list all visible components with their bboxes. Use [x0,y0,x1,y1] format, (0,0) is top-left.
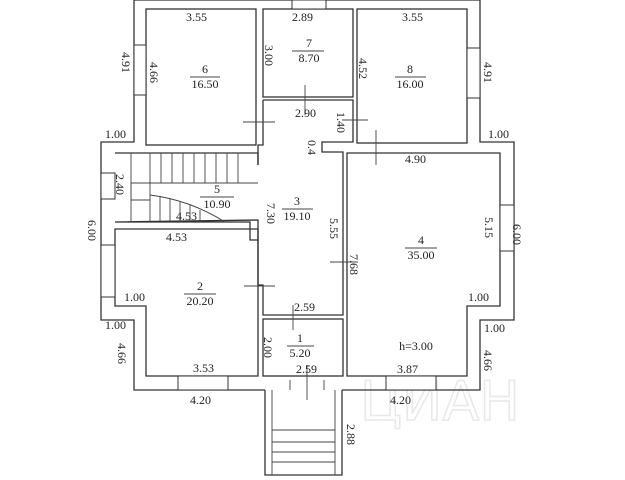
room-1-label: 1 5.20 [287,331,314,360]
room-3-label: 3 19.10 [282,194,313,223]
svg-text:3.55: 3.55 [186,10,207,24]
svg-text:1.00: 1.00 [484,321,505,335]
svg-text:4.66: 4.66 [481,350,495,371]
svg-text:7.68: 7.68 [347,254,361,275]
ceiling-height: h=3.00 [399,339,433,353]
svg-text:5.55: 5.55 [327,218,341,239]
svg-text:3.00: 3.00 [262,45,276,66]
room-4-label: 4 35.00 [405,233,437,262]
window [133,44,147,96]
svg-text:1.00: 1.00 [105,318,126,332]
room-1-walls [262,318,344,377]
svg-text:7: 7 [306,36,312,50]
svg-text:5: 5 [214,182,220,196]
svg-text:4.53: 4.53 [176,209,197,223]
svg-text:4: 4 [418,233,424,247]
room-2-label: 2 20.20 [184,279,216,308]
svg-text:6.00: 6.00 [85,220,99,241]
svg-text:1: 1 [297,331,303,345]
window [291,0,327,10]
room-7-label: 7 8.70 [292,36,324,65]
svg-text:4.20: 4.20 [390,393,411,407]
room-8-label: 8 16.00 [395,62,426,91]
svg-text:8: 8 [407,62,413,76]
svg-text:2.88: 2.88 [344,424,358,445]
svg-text:20.20: 20.20 [187,294,214,308]
svg-text:1.00: 1.00 [124,290,145,304]
svg-text:1.00: 1.00 [468,290,489,304]
svg-text:4.52: 4.52 [356,58,370,79]
window [100,244,116,298]
window [499,204,515,252]
svg-text:16.50: 16.50 [192,77,219,91]
windows [100,0,515,391]
room-2-walls [114,228,259,377]
svg-text:2.59: 2.59 [294,300,315,314]
room-6-label: 6 16.50 [190,62,220,91]
svg-text:3.55: 3.55 [402,10,423,24]
svg-text:2.90: 2.90 [295,106,316,120]
svg-text:2.00: 2.00 [261,337,275,358]
svg-text:1.00: 1.00 [105,127,126,141]
svg-text:2.59: 2.59 [296,362,317,376]
svg-text:2.40: 2.40 [113,174,127,195]
window [385,375,437,391]
svg-text:10.90: 10.90 [204,197,231,211]
svg-text:35.00: 35.00 [408,248,435,262]
svg-text:2.89: 2.89 [292,10,313,24]
room-8-walls [356,8,468,144]
vertical-dimension-labels: 4.91 4.66 3.00 4.52 4.91 1.40 0.4 2.40 6… [85,45,524,445]
dimension-labels: 3.55 2.89 3.55 2.90 1.00 1.00 4.90 4.53 … [105,10,509,407]
svg-text:5.20: 5.20 [290,346,311,360]
room-3-walls [257,99,354,316]
svg-text:4.66: 4.66 [147,62,161,83]
svg-text:4.66: 4.66 [115,343,129,364]
svg-text:4.91: 4.91 [119,52,133,73]
svg-text:16.00: 16.00 [397,77,424,91]
window [177,375,229,391]
svg-text:3.87: 3.87 [397,362,418,376]
svg-text:5.15: 5.15 [482,217,496,238]
staircase [130,153,258,223]
svg-text:3: 3 [294,194,300,208]
watermark: ЦИАН [360,370,520,433]
svg-text:1.40: 1.40 [334,112,348,133]
room-5-label: 5 10.90 [200,182,234,211]
window [100,172,116,200]
svg-text:4.90: 4.90 [405,152,426,166]
outer-walls [100,0,515,391]
svg-text:2: 2 [197,279,203,293]
room-5-walls [114,152,259,241]
svg-text:4.91: 4.91 [481,62,495,83]
svg-text:6.00: 6.00 [510,224,524,245]
svg-text:19.10: 19.10 [284,209,311,223]
svg-text:4.20: 4.20 [190,393,211,407]
porch [264,380,343,476]
svg-text:1.00: 1.00 [488,127,509,141]
window [466,47,481,99]
svg-text:6: 6 [202,62,208,76]
svg-text:3.53: 3.53 [193,361,214,375]
svg-text:8.70: 8.70 [299,51,320,65]
svg-text:0.4: 0.4 [305,140,319,155]
svg-text:4.53: 4.53 [166,230,187,244]
room-4-walls [346,152,501,377]
svg-text:7.30: 7.30 [264,203,278,224]
doors [243,85,377,400]
